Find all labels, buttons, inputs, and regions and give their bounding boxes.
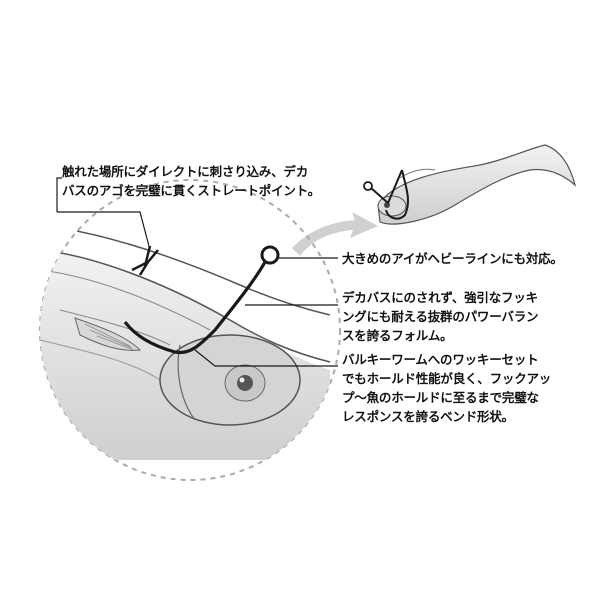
zoom-arrow [292,212,378,256]
zoomed-worm [40,224,331,460]
callout-bend-shape: バルキーワームへのワッキーセット でもホールド性能が良く、フックアッ プ～魚のホ… [342,350,551,426]
callout-line: デカバスにのされず、強引なフッキ [342,290,538,305]
callout-line: でもホールド性能が良く、フックアッ [342,371,552,386]
callout-line: ングにも耐える抜群のパワーバラン [342,309,539,324]
callout-power-balance: デカバスにのされず、強引なフッキ ングにも耐える抜群のパワーバラン スを誇るフォ… [342,288,539,345]
callout-straight-point: 触れた場所にダイレクトに刺さり込み、デカ バスのアゴを完璧に貫くストレートポイン… [62,162,320,200]
callout-line: バスのアゴを完璧に貫くストレートポイント。 [62,183,321,198]
hook-illustration [123,245,280,355]
small-worm-illustration [363,144,577,225]
callout-line: プ～魚のホールドに至るまで完璧な [342,390,539,405]
callout-line: レスポンスを誇るベンド形状。 [342,409,514,424]
callout-line: バルキーワームへのワッキーセット [342,352,539,367]
callout-line: スを誇るフォルム。 [342,328,453,343]
callout-line: 触れた場所にダイレクトに刺さり込み、デカ [62,164,309,179]
hook-eye [260,245,280,265]
callout-line: 大きめのアイがヘビーラインにも対応。 [342,251,563,266]
leader-lines [56,177,338,367]
callout-eye: 大きめのアイがヘビーラインにも対応。 [342,249,563,268]
